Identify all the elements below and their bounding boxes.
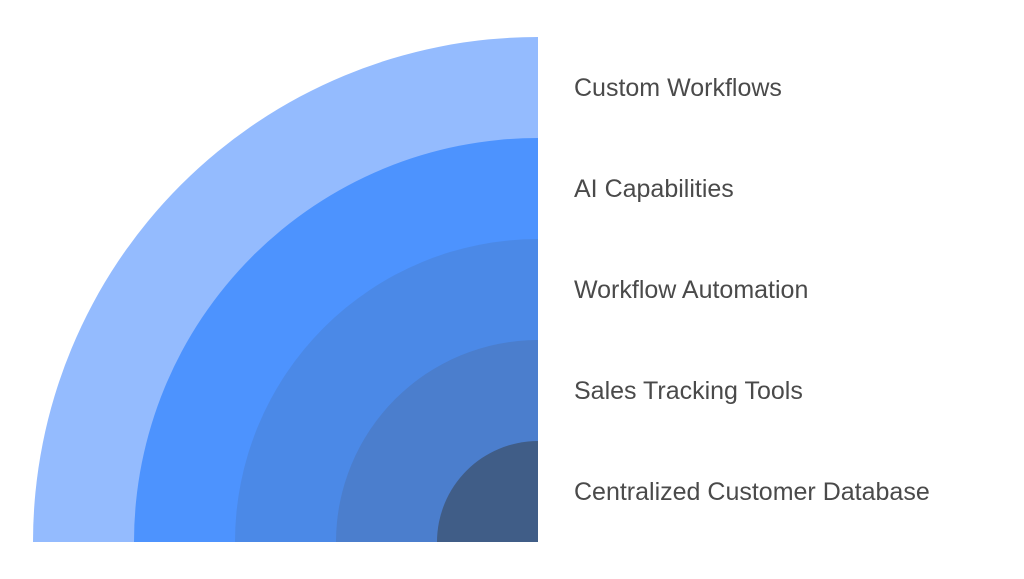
layer-arc-centralized-customer-database [437,441,538,542]
layer-label-sales-tracking-tools: Sales Tracking Tools [574,377,803,405]
layer-label-workflow-automation: Workflow Automation [574,276,809,304]
layer-label-ai-capabilities: AI Capabilities [574,175,734,203]
layer-label-centralized-customer-database: Centralized Customer Database [574,478,930,506]
layer-label-custom-workflows: Custom Workflows [574,74,782,102]
